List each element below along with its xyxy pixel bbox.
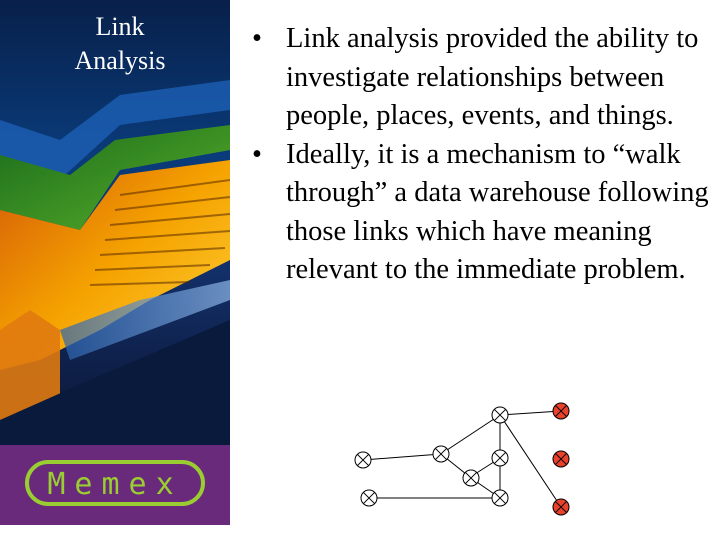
bullet-marker: • (252, 138, 262, 170)
network-node-highlighted (552, 402, 570, 420)
network-node (491, 406, 509, 424)
link-network-diagram (354, 402, 570, 516)
memex-logo-text: Memex (47, 467, 182, 502)
bullet-text: Ideally, it is a mechanism to “walk thro… (286, 138, 709, 286)
sidebar-title-line2: Analysis (74, 46, 166, 75)
network-node (491, 489, 509, 507)
network-node (432, 445, 450, 463)
memex-logo: Memex (25, 460, 205, 506)
network-node (354, 451, 372, 469)
network-node (360, 489, 378, 507)
bullet-text: Link analysis provided the ability to in… (286, 23, 699, 131)
network-node-highlighted (552, 498, 570, 516)
bullet-marker: • (252, 23, 262, 54)
brand-band (0, 445, 230, 525)
abstract-chart-artwork (0, 0, 230, 445)
network-node (462, 469, 480, 487)
bullet-item: • Ideally, it is a mechanism to “walk th… (252, 136, 712, 290)
sidebar-banner: Link Analysis Memex (0, 0, 230, 525)
sidebar-title: Link Analysis (0, 10, 230, 78)
sidebar-title-line1: Link (95, 12, 145, 41)
bullet-item: • Link analysis provided the ability to … (252, 20, 712, 136)
network-node (491, 449, 509, 467)
network-node-highlighted (552, 450, 570, 468)
bullet-list: • Link analysis provided the ability to … (252, 20, 712, 290)
network-edges (362, 410, 562, 508)
